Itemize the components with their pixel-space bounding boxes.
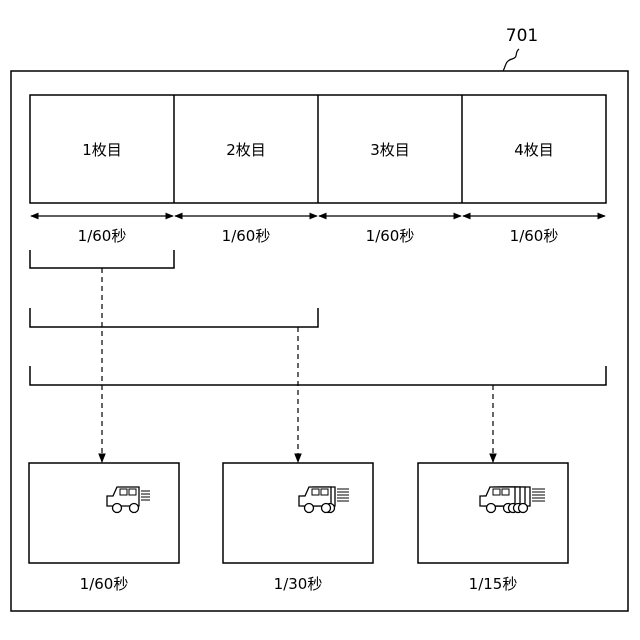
car-icon — [107, 487, 150, 513]
bracket-four-frames — [30, 366, 606, 385]
car-icon — [299, 487, 349, 513]
reference-numeral: 701 — [506, 26, 538, 46]
frame-label-4: 4枚目 — [514, 141, 554, 159]
result-label-1: 1/60秒 — [80, 575, 129, 593]
result-image-2 — [223, 463, 373, 563]
frame-label-2: 2枚目 — [226, 141, 266, 159]
duration-label-3: 1/60秒 — [366, 227, 415, 245]
car-icon — [480, 487, 545, 513]
frame-label-3: 3枚目 — [370, 141, 410, 159]
bracket-one-frame — [30, 250, 174, 268]
result-image-1 — [29, 463, 179, 563]
frame-label-1: 1枚目 — [82, 141, 122, 159]
reference-leader-line — [503, 49, 519, 71]
composite-arrows — [102, 268, 493, 462]
duration-label-1: 1/60秒 — [78, 227, 127, 245]
duration-label-2: 1/60秒 — [222, 227, 271, 245]
result-label-2: 1/30秒 — [274, 575, 323, 593]
result-label-3: 1/15秒 — [469, 575, 518, 593]
result-images — [29, 463, 568, 563]
duration-arrows: 1/60秒 1/60秒 1/60秒 1/60秒 — [31, 216, 605, 245]
bracket-two-frames — [30, 308, 318, 327]
duration-label-4: 1/60秒 — [510, 227, 559, 245]
result-image-3 — [418, 463, 568, 563]
grouping-brackets — [30, 250, 606, 385]
frame-strip: 1枚目 2枚目 3枚目 4枚目 — [30, 95, 606, 203]
